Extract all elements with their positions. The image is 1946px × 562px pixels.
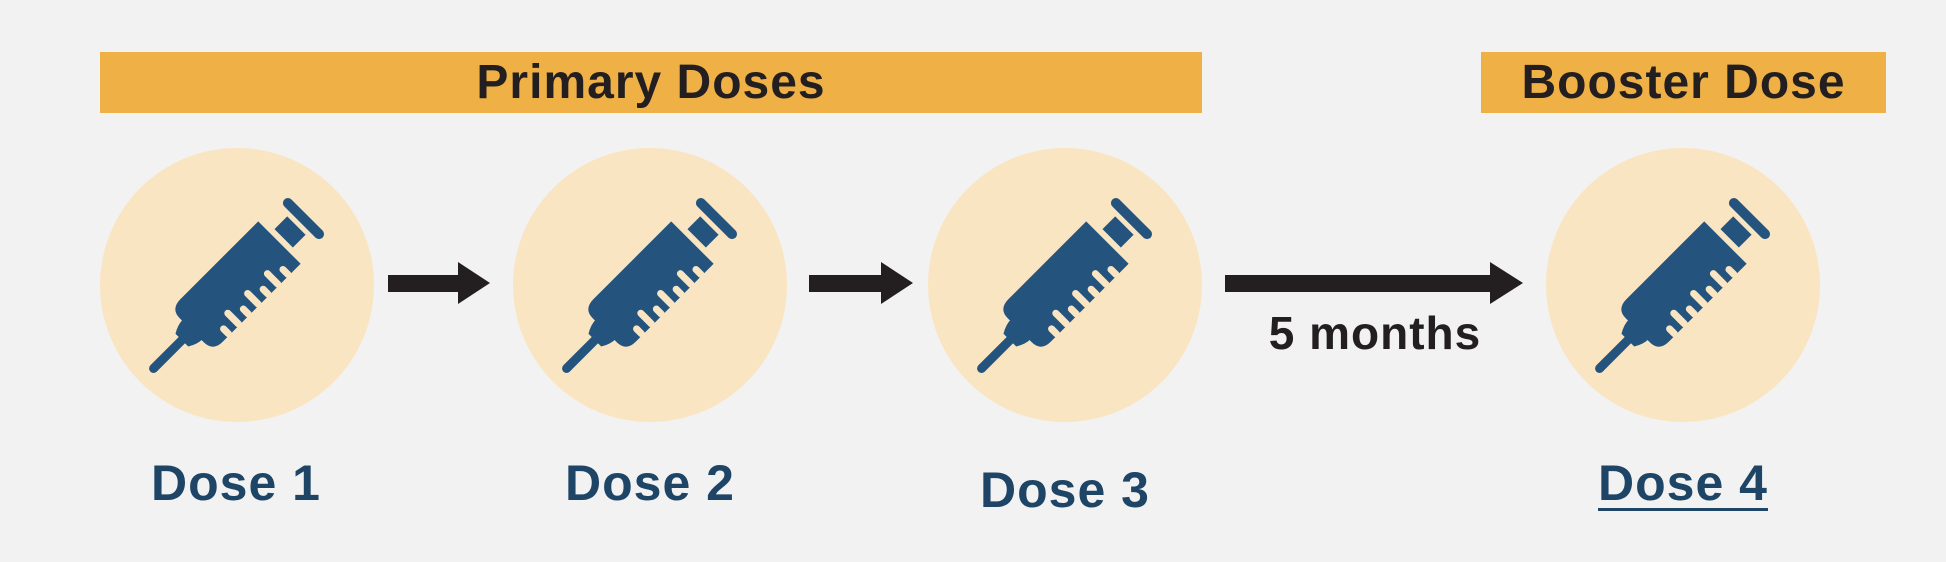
syringe-icon: [1546, 148, 1820, 422]
dose-3-circle: [928, 148, 1202, 422]
arrow-right-icon: [809, 262, 913, 304]
dose-4-circle: [1546, 148, 1820, 422]
arrow-right-long-icon: [1225, 262, 1523, 304]
dose-3-label: Dose 3: [980, 462, 1150, 518]
booster-dose-title: Booster Dose: [1521, 56, 1846, 109]
dose-2-label: Dose 2: [565, 455, 735, 511]
dose-4-link[interactable]: Dose 4: [1598, 455, 1768, 511]
booster-dose-banner: Booster Dose: [1481, 52, 1886, 113]
interval-label: 5 months: [1268, 307, 1482, 359]
syringe-icon: [100, 148, 374, 422]
syringe-icon: [513, 148, 787, 422]
dose-4-label[interactable]: Dose 4: [1533, 454, 1833, 512]
arrow-right-icon: [388, 262, 490, 304]
dose-1-label: Dose 1: [151, 455, 321, 511]
syringe-icon: [928, 148, 1202, 422]
primary-doses-title: Primary Doses: [476, 56, 826, 109]
dose-2-circle: [513, 148, 787, 422]
dose-1-circle: [100, 148, 374, 422]
primary-doses-banner: Primary Doses: [100, 52, 1202, 113]
